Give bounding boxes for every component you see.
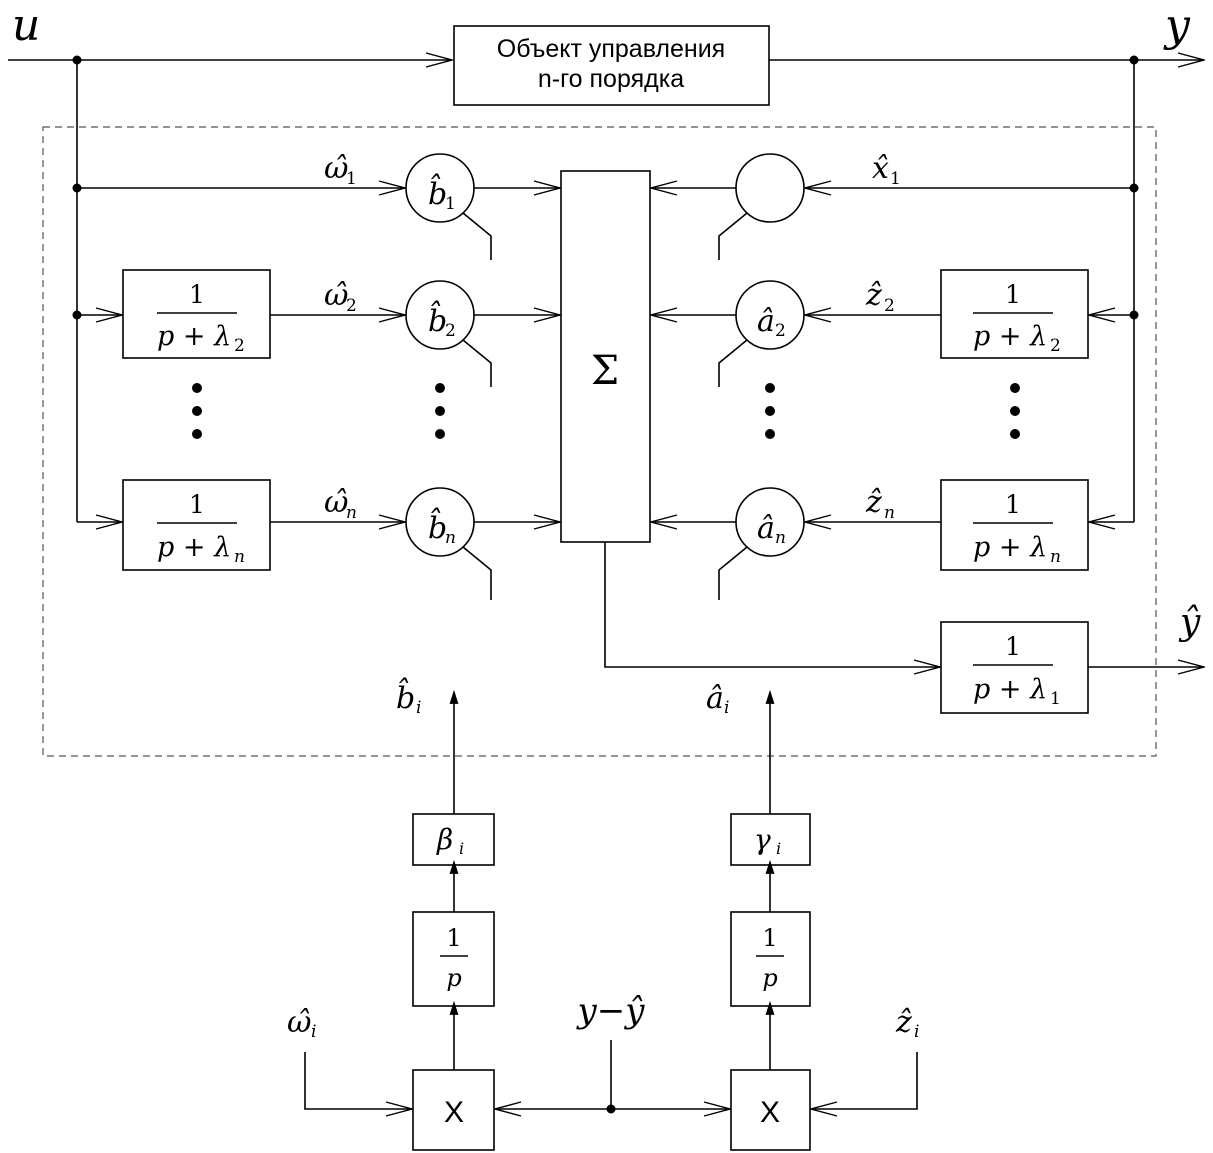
right-filter-2-den-sub: 2 xyxy=(1050,336,1061,356)
model-output-label: ŷ xyxy=(1178,602,1201,643)
right-multiplier-symbol: X xyxy=(760,1096,780,1129)
b2-coef-label: b̂ xyxy=(428,300,447,339)
bn-coef-label: b̂ xyxy=(428,507,447,546)
omega1-label-sub: 1 xyxy=(346,169,357,189)
bn-coef-sub: n xyxy=(445,528,456,548)
plant-title-line1: Объект управления xyxy=(497,35,725,63)
left-filter-n-den-sub: n xyxy=(234,547,245,567)
observer-boundary xyxy=(42,126,1157,757)
right-filter-n-den: p + λ xyxy=(973,532,1047,563)
omega-i-input-sub: i xyxy=(311,1022,316,1042)
beta-label: β xyxy=(436,823,453,856)
b-i-output-sub: i xyxy=(416,698,421,718)
a1-adjust-line xyxy=(718,212,748,260)
summator-symbol: Σ xyxy=(591,348,619,394)
right-integrator-block xyxy=(730,911,811,1007)
left-filter-2-num: 1 xyxy=(189,280,205,309)
ellipsis-dot xyxy=(1010,429,1020,439)
output-filter-den-sub: 1 xyxy=(1050,689,1061,709)
z-i-to-multiplier xyxy=(811,1052,918,1109)
omega2-label: ω̂ xyxy=(324,278,348,313)
left-filter-2-den-sub: 2 xyxy=(234,336,245,356)
ellipsis-dot xyxy=(435,406,445,416)
an-coef-label: â xyxy=(757,511,775,546)
z-n-label: ẑ xyxy=(865,485,882,520)
a2-coef-sub: 2 xyxy=(775,321,786,341)
a2-coef-label: â xyxy=(757,304,775,339)
gamma-gain-block xyxy=(730,813,811,866)
b2-coef-sub: 2 xyxy=(445,321,456,341)
right-multiplier-block xyxy=(730,1069,811,1151)
left-integrator-den: p xyxy=(446,964,461,992)
b1-adjust-line xyxy=(462,212,492,260)
sum-to-output-filter xyxy=(604,542,940,667)
a-i-output-sub: i xyxy=(724,698,729,718)
right-filter-n-num: 1 xyxy=(1005,490,1021,519)
output-label-y: y xyxy=(1163,0,1191,51)
b1-coef-label: b̂ xyxy=(428,173,447,212)
right-integrator-den: p xyxy=(762,964,777,992)
omega2-label-sub: 2 xyxy=(346,296,357,316)
z-i-input-label: ẑ xyxy=(895,1005,912,1040)
b-i-output-label: b̂ xyxy=(396,677,415,716)
bn-adjust-line xyxy=(462,546,492,600)
x1-label-sub: 1 xyxy=(890,169,901,189)
left-multiplier-block xyxy=(412,1069,495,1151)
z-i-input-sub: i xyxy=(914,1022,919,1042)
left-filter-2 xyxy=(122,269,271,359)
left-integrator-num: 1 xyxy=(446,924,461,952)
right-filter-2-num: 1 xyxy=(1005,280,1021,309)
ellipsis-dot xyxy=(765,429,775,439)
omega1-label: ω̂ xyxy=(324,151,348,186)
ellipsis-dot xyxy=(765,383,775,393)
ellipsis-dot xyxy=(435,383,445,393)
error-signal-label: y−ŷ xyxy=(576,991,646,1031)
beta-gain-block xyxy=(412,813,495,866)
z2-label: ẑ xyxy=(865,278,882,313)
left-multiplier-symbol: X xyxy=(444,1096,464,1129)
output-filter xyxy=(940,621,1089,714)
an-adjust-line xyxy=(718,546,748,600)
right-filter-2 xyxy=(940,269,1089,359)
a1-coefficient-node xyxy=(735,153,805,223)
z2-label-sub: 2 xyxy=(884,296,895,316)
gamma-sub: i xyxy=(776,839,781,858)
ellipsis-dot xyxy=(1010,406,1020,416)
output-filter-num: 1 xyxy=(1005,632,1021,661)
left-integrator-block xyxy=(412,911,495,1007)
summator-block xyxy=(560,170,651,543)
output-filter-den: p + λ xyxy=(973,674,1047,705)
right-filter-2-den: p + λ xyxy=(973,321,1047,352)
z-n-label-sub: n xyxy=(884,503,895,523)
x1-label: x̂ xyxy=(872,151,889,186)
ellipsis-dot xyxy=(765,406,775,416)
omega-n-label-sub: n xyxy=(346,503,357,523)
ellipsis-dot xyxy=(1010,383,1020,393)
left-filter-n-den: p + λ xyxy=(157,532,231,563)
b2-adjust-line xyxy=(462,339,492,387)
omega-i-to-multiplier xyxy=(304,1052,412,1109)
input-label-u: u xyxy=(12,0,40,51)
left-filter-n-num: 1 xyxy=(189,490,205,519)
ellipsis-dot xyxy=(435,429,445,439)
left-filter-2-den: p + λ xyxy=(157,321,231,352)
b1-coef-sub: 1 xyxy=(445,194,456,214)
an-coef-sub: n xyxy=(775,528,786,548)
right-filter-n xyxy=(940,479,1089,571)
ellipsis-dot xyxy=(192,383,202,393)
gamma-label: γ xyxy=(754,823,771,856)
omega-i-input-label: ω̂ xyxy=(287,1005,311,1040)
right-integrator-num: 1 xyxy=(762,924,777,952)
right-filter-n-den-sub: n xyxy=(1050,547,1061,567)
plant-block xyxy=(453,25,770,106)
left-filter-n xyxy=(122,479,271,571)
ellipsis-dot xyxy=(192,406,202,416)
a-i-output-label: â xyxy=(706,681,724,716)
omega-n-label: ω̂ xyxy=(324,485,348,520)
plant-title-line2: n-го порядка xyxy=(538,65,684,93)
a2-adjust-line xyxy=(718,339,748,387)
ellipsis-dot xyxy=(192,429,202,439)
beta-sub: i xyxy=(459,839,464,858)
